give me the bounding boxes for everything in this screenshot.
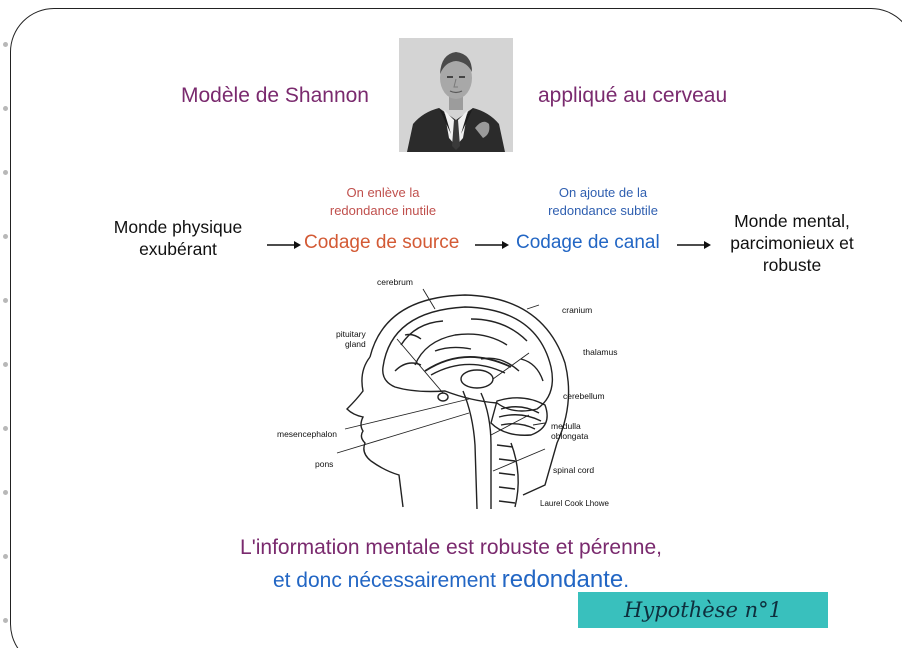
label-thalamus: thalamus — [583, 347, 618, 357]
arrow-icon — [677, 241, 711, 249]
slide-frame — [10, 8, 902, 648]
skull-outline — [369, 294, 570, 496]
brain-diagram: cerebrum cranium pituitary gland thalamu… — [275, 275, 660, 510]
mental-world-line1: Monde mental, — [734, 211, 850, 231]
source-coding-label: Codage de source — [304, 232, 460, 253]
conclusion-line2-prefix: et donc nécessairement — [272, 569, 502, 592]
conclusion-line2-suffix: . — [623, 569, 630, 592]
label-cranium: cranium — [562, 305, 593, 315]
mental-world-line2: parcimonieux et — [730, 233, 854, 253]
label-cerebellum: cerebellum — [563, 391, 605, 401]
margin-dot — [3, 490, 8, 495]
portrait-illustration — [399, 38, 513, 152]
margin-dot — [3, 362, 8, 367]
arrow-icon — [475, 241, 509, 249]
conclusion-emphasis: redondante — [501, 566, 624, 593]
physical-world-label: Monde physique exubérant — [92, 216, 264, 260]
mental-world-label: Monde mental, parcimonieux et robuste — [706, 210, 878, 276]
arrow-icon — [267, 241, 301, 249]
margin-dot — [3, 106, 8, 111]
face-profile — [346, 356, 404, 508]
margin-dot — [3, 298, 8, 303]
portrait-photo — [399, 38, 513, 152]
image-credit: Laurel Cook Lhowe — [540, 499, 609, 508]
source-note: On enlève la redondance inutile — [298, 184, 468, 220]
hypothesis-badge: Hypothèse n°1 — [578, 592, 828, 628]
title-left: Modèle de Shannon — [181, 84, 369, 107]
channel-note-line1: On ajoute de la — [558, 185, 648, 200]
title-right: appliqué au cerveau — [538, 84, 728, 107]
physical-world-line1: Monde physique — [113, 217, 243, 237]
mental-world-line3: robuste — [762, 255, 822, 275]
channel-coding-label: Codage de canal — [516, 232, 660, 253]
source-note-line1: On enlève la — [346, 185, 420, 200]
left-margin — [0, 0, 18, 648]
source-note-line2: redondance inutile — [329, 203, 437, 218]
margin-dot — [3, 234, 8, 239]
label-medulla-line1: medulla — [551, 421, 581, 431]
brain-illustration — [336, 288, 570, 510]
margin-dot — [3, 554, 8, 559]
margin-dot — [3, 618, 8, 623]
label-pituitary-line1: pituitary — [336, 329, 366, 339]
label-spinal-cord: spinal cord — [553, 465, 595, 475]
conclusion-line1: L'information mentale est robuste et pér… — [240, 536, 662, 559]
margin-dot — [3, 426, 8, 431]
margin-dot — [3, 42, 8, 47]
label-medulla: medulla oblongata — [551, 421, 588, 441]
label-pituitary: pituitary gland — [336, 329, 366, 349]
label-pons: pons — [315, 459, 334, 469]
conclusion-line2: et donc nécessairement redondante. — [0, 566, 902, 594]
physical-world-line2: exubérant — [139, 239, 217, 259]
label-medulla-line2: oblongata — [551, 431, 589, 441]
margin-dot — [3, 170, 8, 175]
channel-note-line2: redondance subtile — [548, 203, 658, 218]
channel-note: On ajoute de la redondance subtile — [518, 184, 688, 220]
label-mesencephalon: mesencephalon — [277, 429, 338, 439]
brain-outline — [382, 306, 554, 412]
label-pituitary-line2: gland — [344, 339, 366, 349]
label-cerebrum: cerebrum — [377, 277, 413, 287]
